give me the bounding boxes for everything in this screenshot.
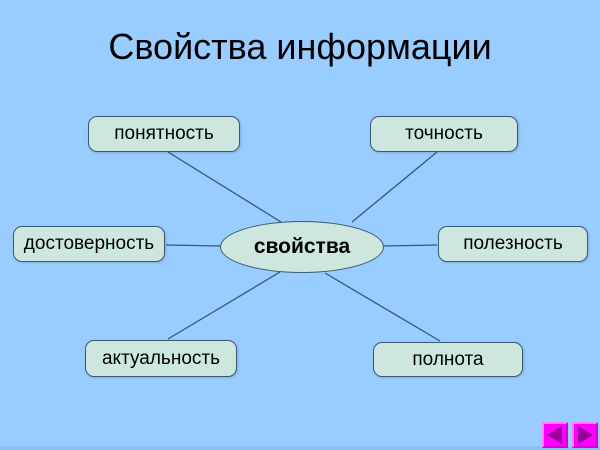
center-node: свойства (220, 221, 384, 273)
node-aktualnost: актуальность (85, 340, 237, 377)
right-arrow-icon (578, 426, 593, 444)
slide-bottom-edge (0, 446, 600, 450)
node-poleznost: полезность (438, 226, 588, 262)
nav-forward-button[interactable] (572, 422, 598, 448)
connector-polnota (324, 272, 441, 342)
connector-aktualnost (167, 271, 281, 340)
slide-title: Свойства информации (108, 26, 492, 67)
left-arrow-icon (547, 426, 562, 444)
node-polnota: полнота (373, 342, 523, 377)
connector-ponyatnost (167, 151, 282, 223)
node-dostovernost: достоверность (13, 226, 165, 262)
node-tochnost: точность (370, 116, 518, 152)
nav-back-button[interactable] (542, 422, 568, 448)
connector-dostovernost (165, 244, 222, 247)
connector-tochnost (351, 151, 438, 223)
connector-poleznost (383, 244, 438, 247)
node-ponyatnost: понятность (88, 116, 240, 152)
